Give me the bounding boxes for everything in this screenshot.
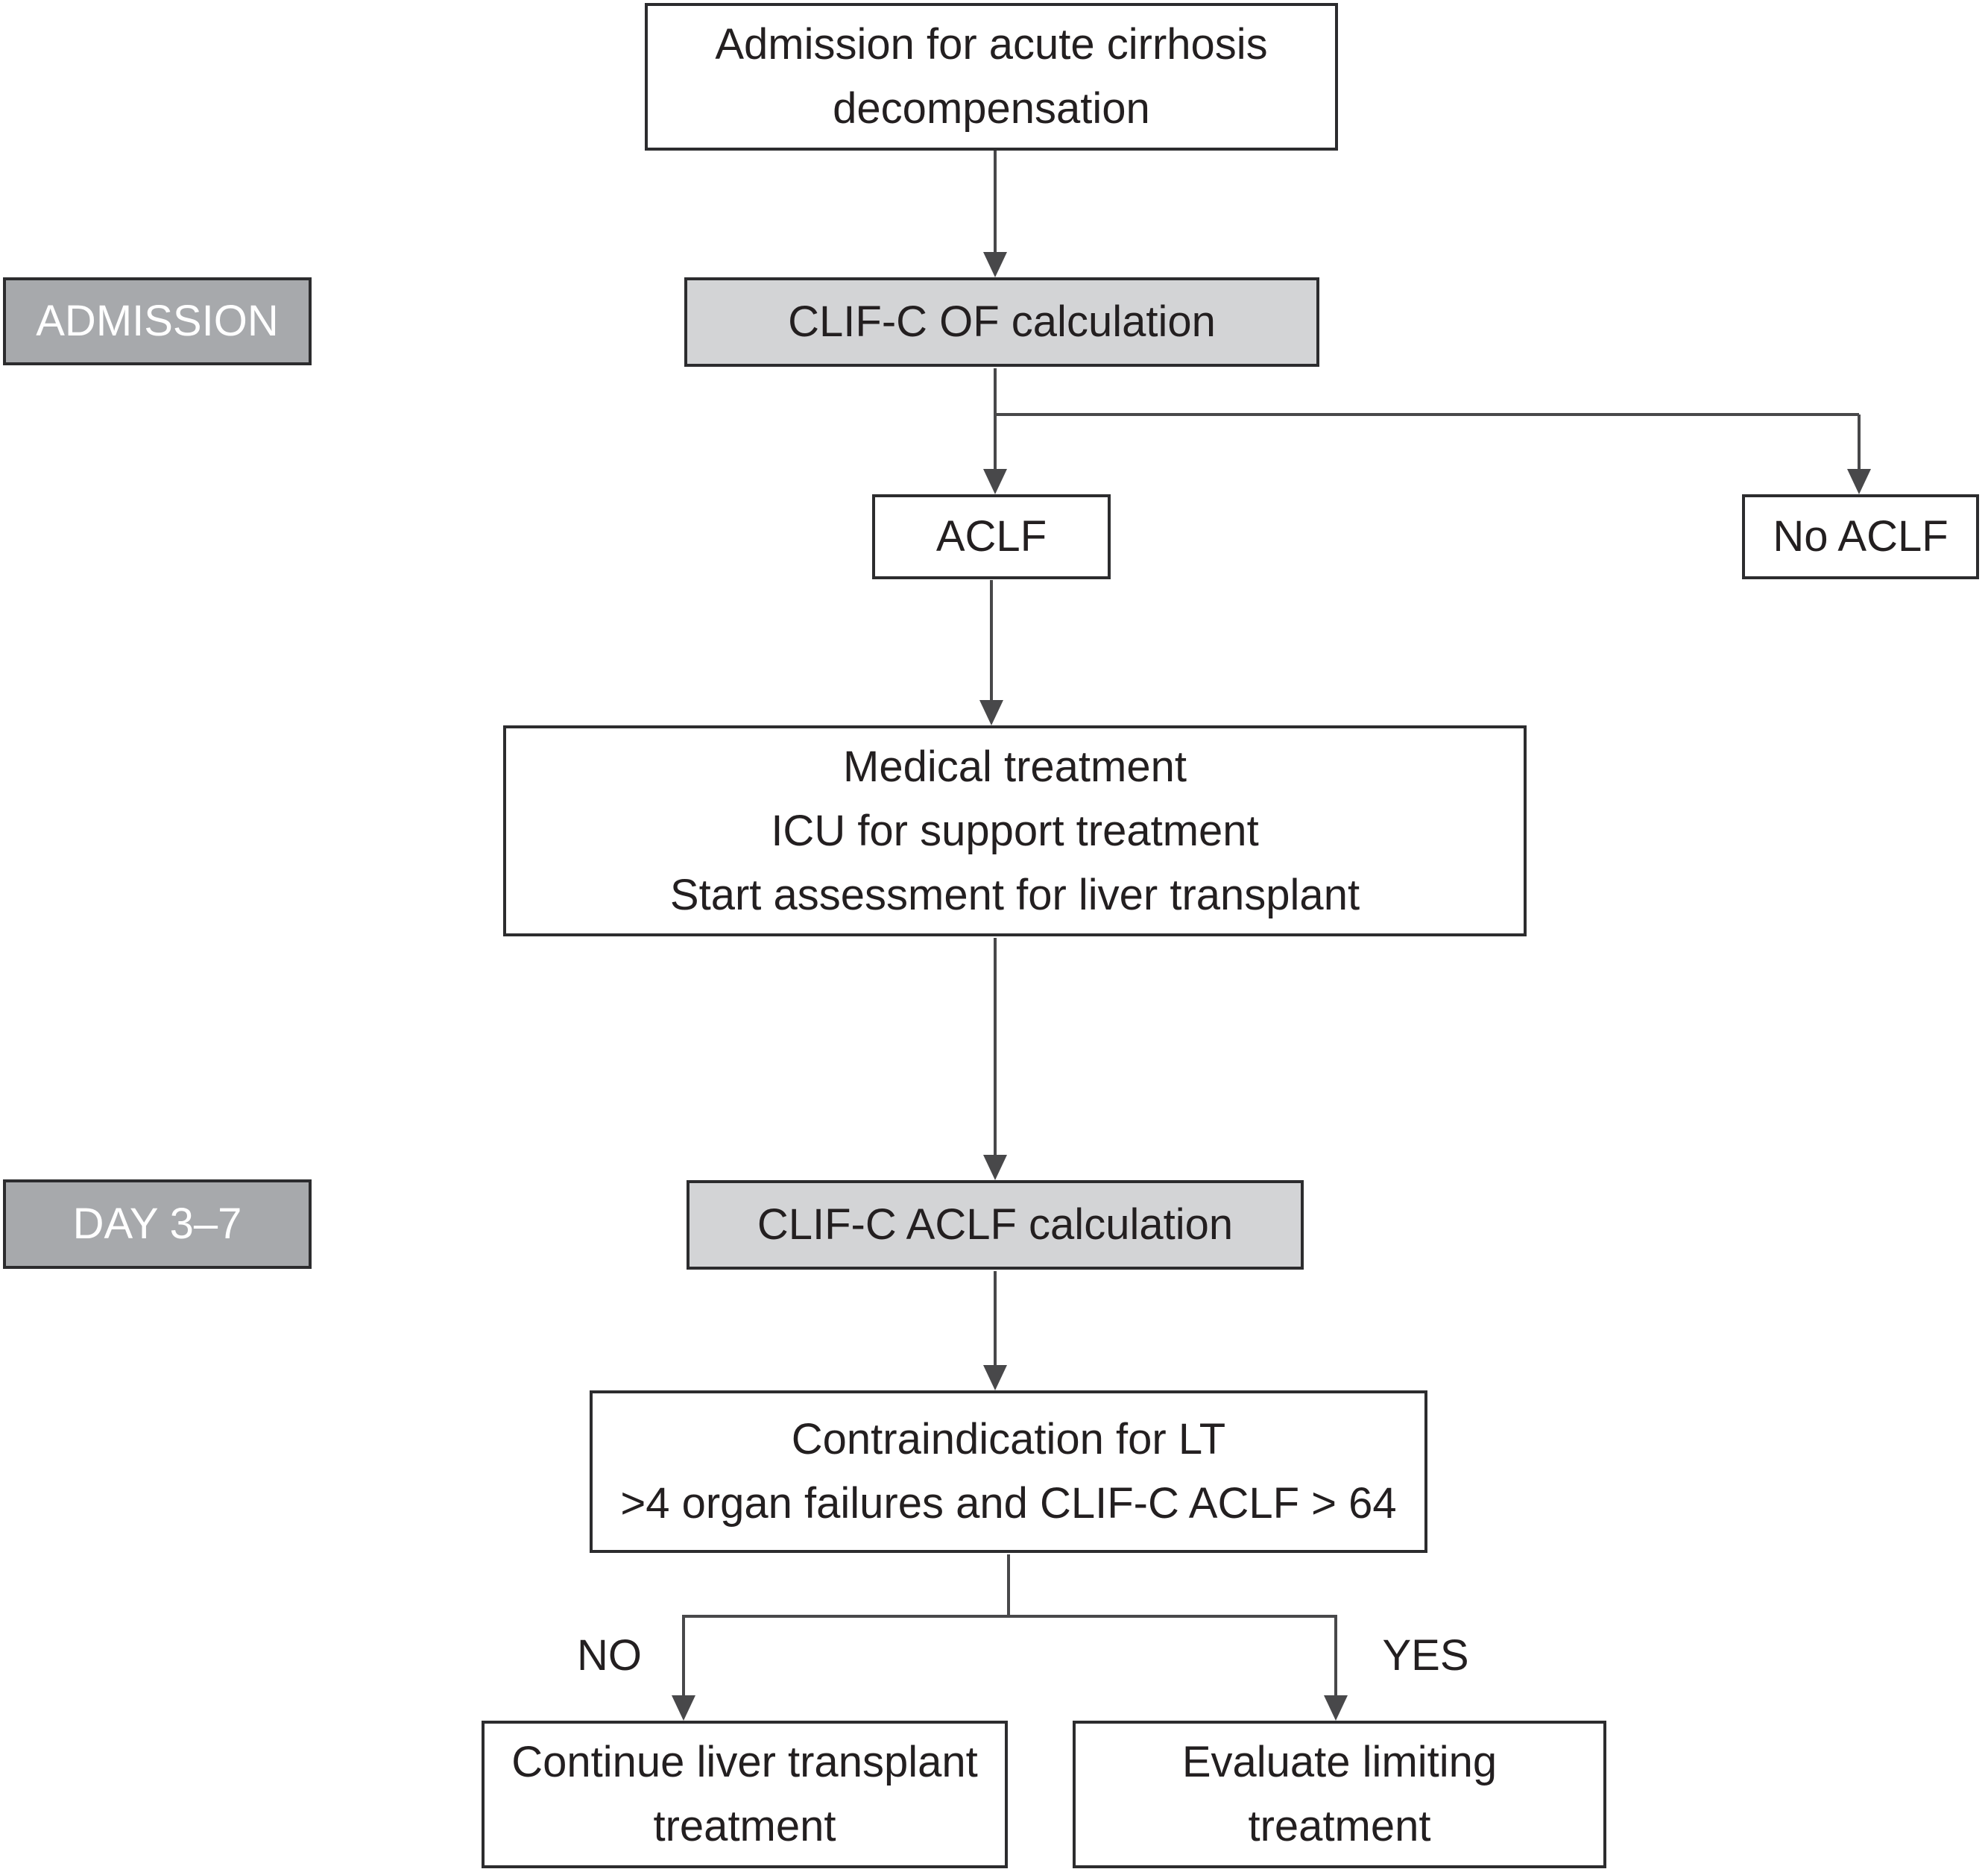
- node-admission: Admission for acute cirrhosis decompensa…: [645, 3, 1338, 151]
- node-clif-aclf-calculation: CLIF-C ACLF calculation: [687, 1180, 1304, 1270]
- text-line: Continue liver transplant: [511, 1738, 978, 1786]
- text-line: ICU for support treatment: [771, 806, 1259, 855]
- arrowhead-clifaclf: [983, 1155, 1007, 1180]
- arrowhead-contraindication: [983, 1365, 1007, 1390]
- text-line: Medical treatment: [843, 742, 1187, 791]
- node-continue-lt: Continue liver transplant treatment: [482, 1721, 1008, 1868]
- node-contraindication: Contraindication for LT >4 organ failure…: [590, 1390, 1427, 1553]
- arrowhead-evaluate-limiting: [1324, 1695, 1348, 1721]
- node-clif-of-calculation: CLIF-C OF calculation: [684, 277, 1319, 367]
- arrowhead-no-aclf: [1847, 469, 1871, 494]
- arrowhead-medical: [979, 700, 1003, 725]
- text-line: No ACLF: [1773, 512, 1948, 561]
- node-aclf: ACLF: [872, 494, 1111, 579]
- node-no-aclf: No ACLF: [1742, 494, 1979, 579]
- text-line: Start assessment for liver transplant: [669, 870, 1360, 919]
- text-line: Admission for acute cirrhosis: [715, 20, 1268, 69]
- stage-label-admission: ADMISSION: [3, 277, 312, 365]
- arrowhead-aclf: [983, 469, 1007, 494]
- text-line: >4 organ failures and CLIF-C ACLF > 64: [620, 1479, 1397, 1528]
- text-line: ACLF: [935, 512, 1047, 561]
- arrowhead-continue-lt: [672, 1695, 695, 1721]
- stage-label-day-3-7: DAY 3–7: [3, 1179, 312, 1269]
- text-line: treatment: [653, 1802, 836, 1850]
- text-line: ADMISSION: [36, 297, 279, 345]
- arrowhead-clifof: [983, 252, 1007, 277]
- text-line: DAY 3–7: [72, 1200, 242, 1248]
- text-line: Evaluate limiting: [1181, 1738, 1498, 1786]
- edge-label-yes: YES: [1382, 1631, 1469, 1680]
- text-line: decompensation: [833, 84, 1150, 133]
- text-line: Contraindication for LT: [791, 1415, 1226, 1463]
- node-medical-treatment: Medical treatment ICU for support treatm…: [503, 725, 1527, 936]
- text-line: CLIF-C ACLF calculation: [757, 1200, 1234, 1249]
- text-line: CLIF-C OF calculation: [788, 297, 1216, 346]
- node-evaluate-limiting: Evaluate limiting treatment: [1073, 1721, 1606, 1868]
- edge-label-no: NO: [577, 1631, 642, 1680]
- text-line: treatment: [1248, 1802, 1431, 1850]
